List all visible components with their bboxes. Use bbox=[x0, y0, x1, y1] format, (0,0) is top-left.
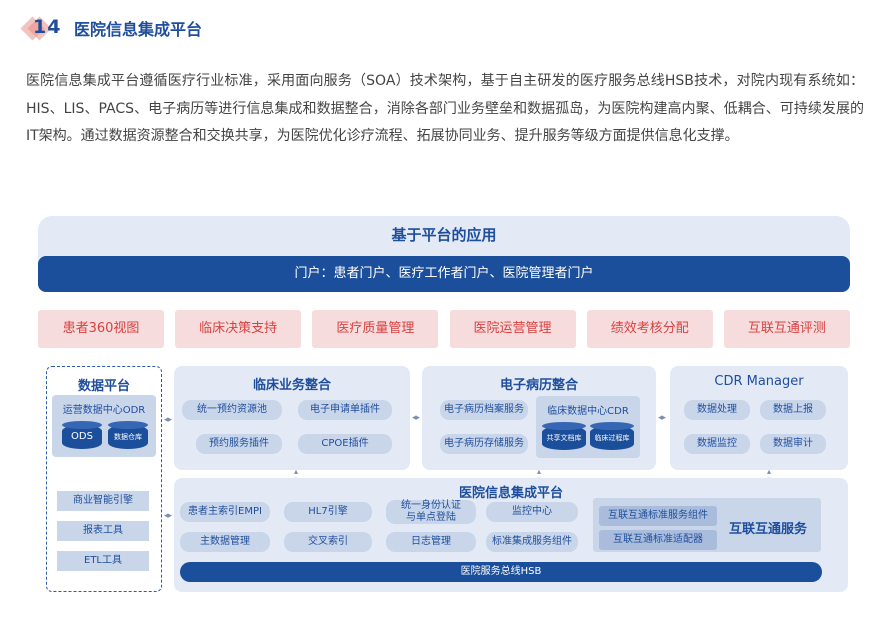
app-item: 互联互通评测 bbox=[723, 310, 850, 348]
platform-item: HL7引擎 bbox=[284, 502, 372, 522]
interop-title: 互联互通服务 bbox=[729, 522, 808, 537]
ods-label: ODS bbox=[71, 431, 93, 442]
dp-tool: 报表工具 bbox=[57, 521, 149, 541]
interop-item: 互联互通标准服务组件 bbox=[599, 506, 717, 526]
clinical-title: 临床业务整合 bbox=[252, 378, 331, 393]
integration-platform-title: 医院信息集成平台 bbox=[458, 486, 563, 501]
portal-bar: 门户：患者门户、医疗工作者门户、医院管理者门户 bbox=[38, 256, 850, 292]
emr-item: 电子病历存储服务 bbox=[440, 434, 528, 454]
doc-library-database-icon: 共享文档库 bbox=[542, 422, 586, 450]
clinical-item: 统一预约资源池 bbox=[182, 400, 282, 420]
clinical-item: 电子申请单插件 bbox=[298, 400, 392, 420]
section-title: 医院信息集成平台 bbox=[74, 20, 203, 39]
app-item: 临床决策支持 bbox=[175, 310, 302, 348]
cdr-manager-item: 数据处理 bbox=[684, 400, 750, 420]
platform-item: 标准集成服务组件 bbox=[486, 532, 578, 552]
platform-item: 日志管理 bbox=[386, 532, 476, 552]
platform-item: 统一身份认证 与单点登陆 bbox=[386, 500, 476, 524]
app-item: 医疗质量管理 bbox=[312, 310, 439, 348]
intro-paragraph: 医院信息集成平台遵循医疗行业标准，采用面向服务（SOA）技术架构，基于自主研发的… bbox=[26, 73, 864, 144]
cdr-manager-item: 数据上报 bbox=[760, 400, 826, 420]
platform-item: 患者主索引EMPI bbox=[180, 502, 270, 522]
odr-label: 运营数据中心ODR bbox=[62, 405, 146, 416]
cdr-box: 临床数据中心CDR 共享文档库 临床过程库 bbox=[536, 396, 640, 458]
warehouse-label: 数据仓库 bbox=[114, 433, 142, 441]
cdr-label: 临床数据中心CDR bbox=[547, 406, 629, 417]
interop-service-box: 互联互通标准服务组件 互联互通标准适配器 互联互通服务 bbox=[593, 498, 821, 552]
clinical-panel: 临床业务整合 统一预约资源池 电子申请单插件 预约服务插件 CPOE插件 bbox=[174, 366, 410, 470]
dp-tool: 商业智能引擎 bbox=[57, 491, 149, 511]
architecture-diagram: 基于平台的应用 门户：患者门户、医疗工作者门户、医院管理者门户 患者360视图 … bbox=[38, 216, 850, 594]
cdr-manager-title: CDR Manager bbox=[714, 374, 804, 389]
data-platform: 数据平台 运营数据中心ODR ODS 数据仓库 商业智能引擎 报表工具 ETL工… bbox=[46, 366, 162, 592]
cdr-manager-item: 数据监控 bbox=[684, 434, 750, 454]
application-layer-title: 基于平台的应用 bbox=[391, 226, 497, 244]
platform-item: 主数据管理 bbox=[180, 532, 270, 552]
application-list: 患者360视图 临床决策支持 医疗质量管理 医院运营管理 绩效考核分配 互联互通… bbox=[38, 310, 850, 348]
emr-title: 电子病历整合 bbox=[499, 378, 578, 393]
platform-item: 交叉索引 bbox=[284, 532, 372, 552]
arrow-icon: ◂▸ bbox=[412, 413, 420, 423]
arrow-icon: ◂▸ bbox=[164, 511, 172, 521]
doc-library-label: 共享文档库 bbox=[546, 434, 582, 442]
emr-item: 电子病历档案服务 bbox=[440, 400, 528, 420]
cdr-manager-item: 数据审计 bbox=[760, 434, 826, 454]
hsb-bus: 医院服务总线HSB bbox=[180, 562, 822, 582]
section-number: 14 bbox=[33, 16, 62, 38]
app-item: 患者360视图 bbox=[38, 310, 164, 348]
odr-box: 运营数据中心ODR ODS 数据仓库 bbox=[52, 395, 156, 457]
process-library-label: 临床过程库 bbox=[594, 434, 630, 442]
emr-panel: 电子病历整合 电子病历档案服务 电子病历存储服务 临床数据中心CDR 共享文档库… bbox=[422, 366, 656, 470]
process-library-database-icon: 临床过程库 bbox=[590, 422, 634, 450]
section-number-badge: 14 bbox=[20, 12, 62, 44]
section-header: 14 医院信息集成平台 bbox=[20, 12, 203, 44]
ods-database-icon: ODS bbox=[62, 421, 102, 449]
arrow-icon: ◂▸ bbox=[658, 413, 666, 423]
app-item: 医院运营管理 bbox=[449, 310, 576, 348]
app-item: 绩效考核分配 bbox=[586, 310, 713, 348]
data-platform-title: 数据平台 bbox=[77, 379, 130, 394]
clinical-item: CPOE插件 bbox=[298, 434, 392, 454]
arrow-icon: ◂▸ bbox=[164, 415, 172, 425]
interop-item: 互联互通标准适配器 bbox=[599, 530, 717, 550]
cdr-manager-panel: CDR Manager 数据处理 数据上报 数据监控 数据审计 bbox=[670, 366, 848, 470]
warehouse-database-icon: 数据仓库 bbox=[108, 421, 148, 449]
clinical-item: 预约服务插件 bbox=[196, 434, 282, 454]
dp-tool: ETL工具 bbox=[57, 551, 149, 571]
platform-item: 监控中心 bbox=[486, 502, 578, 522]
